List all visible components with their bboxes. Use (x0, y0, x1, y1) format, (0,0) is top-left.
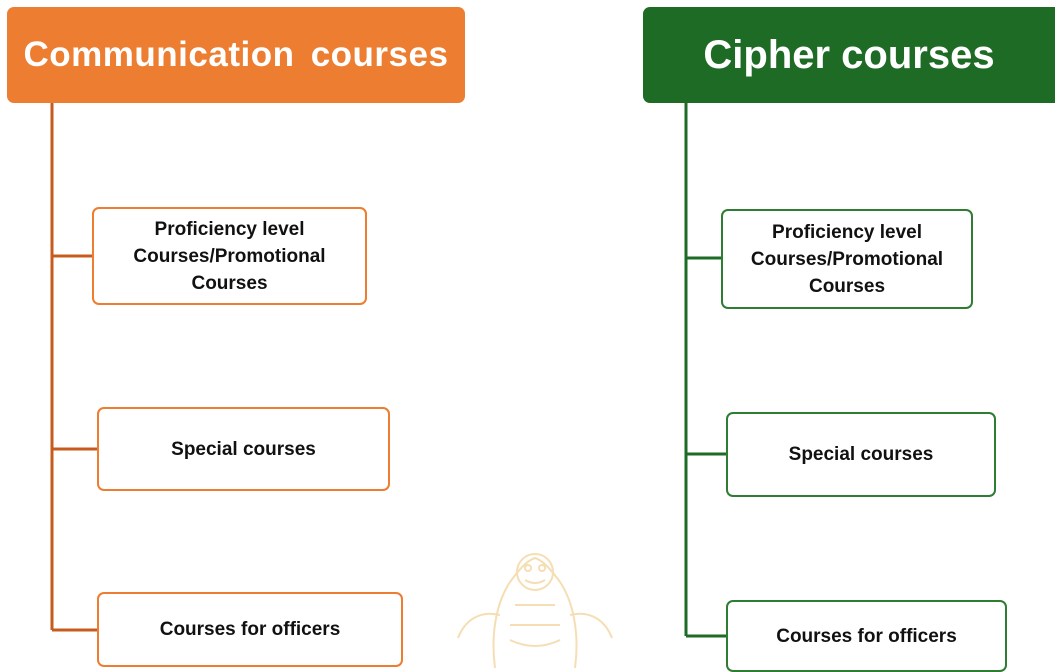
box-line: Special courses (788, 444, 934, 465)
cipher-officers-courses-box: Courses for officers (726, 600, 1007, 672)
communication-courses-header: Communication courses (7, 7, 465, 103)
box-line: Courses (191, 272, 268, 294)
box-line: Courses for officers (159, 619, 341, 640)
box-line: Courses/Promotional (133, 245, 326, 267)
cipher-connectors (684, 103, 726, 638)
communication-officers-courses-box: Courses for officers (97, 592, 403, 667)
box-line: Proficiency level (154, 218, 305, 240)
communication-connectors (50, 103, 97, 632)
box-line: Special courses (171, 438, 316, 460)
communication-special-courses-box: Special courses (97, 407, 390, 491)
cipher-courses-header: Cipher courses (643, 7, 1055, 103)
national-emblem-watermark-icon (457, 553, 613, 668)
box-line: Courses/Promotional (750, 248, 944, 270)
cipher-special-courses-box: Special courses (726, 412, 996, 497)
box-line: Proficiency level (772, 221, 922, 243)
box-line: Courses for officers (776, 625, 957, 647)
box-line: Courses (808, 275, 886, 297)
communication-proficiency-course-box: Proficiency level Courses/Promotional Co… (92, 207, 367, 305)
cipher-proficiency-course-box: Proficiency level Courses/Promotional Co… (721, 209, 973, 309)
